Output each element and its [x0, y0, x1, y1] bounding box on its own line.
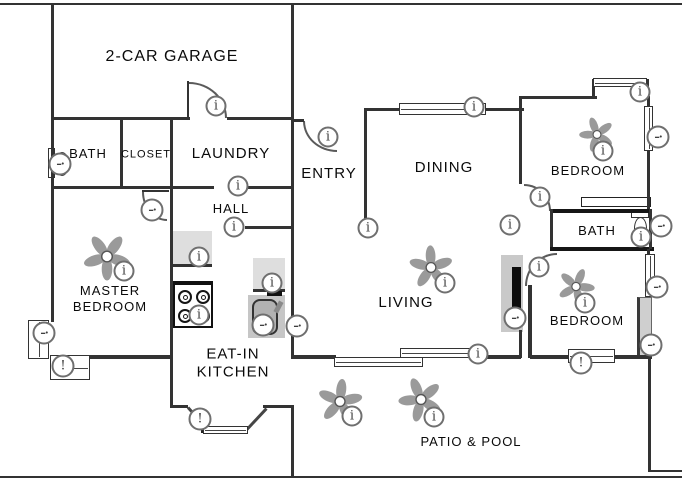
marker-patio-fan-2[interactable]: i: [423, 406, 445, 428]
marker-kitchen-counter-2[interactable]: i: [261, 272, 283, 294]
marker-bath-2-fixture[interactable]: –·: [649, 214, 673, 238]
marker-kitchen-sink[interactable]: –·: [251, 313, 275, 337]
marker-bedroom-1-fan[interactable]: i: [592, 140, 614, 162]
marker-master-bedroom-door[interactable]: –·: [140, 198, 164, 222]
wall: [648, 357, 651, 472]
marker-dining-window[interactable]: i: [463, 96, 485, 118]
wall: [519, 330, 522, 358]
window: [203, 426, 248, 434]
wall: [0, 476, 682, 478]
bedroom-2-ceiling-fan: [557, 267, 596, 311]
marker-garage-door[interactable]: i: [205, 95, 227, 117]
room-label-living: LIVING: [378, 293, 434, 311]
stove-burner: [196, 290, 210, 304]
room-label-hall: HALL: [212, 201, 250, 217]
wall: [640, 355, 652, 359]
room-label-garage: 2-CAR GARAGE: [105, 48, 239, 66]
room-label-bath-2: BATH: [578, 223, 616, 239]
wall: [263, 405, 294, 408]
wall: [170, 188, 173, 408]
marker-entry-door[interactable]: i: [317, 126, 339, 148]
marker-master-bedroom-fan[interactable]: i: [113, 260, 135, 282]
marker-stove[interactable]: i: [188, 304, 210, 326]
wall: [51, 117, 190, 120]
wall: [528, 285, 532, 358]
wall: [519, 96, 597, 99]
marker-master-window-left[interactable]: –·: [32, 321, 56, 345]
wall: [187, 81, 189, 119]
wall: [120, 119, 123, 189]
wall: [291, 355, 336, 359]
window: [593, 78, 647, 87]
bedroom-1-ceiling-fan: [579, 116, 616, 158]
wall: [170, 119, 173, 189]
wall: [291, 405, 294, 477]
wall: [519, 96, 522, 184]
marker-patio-fan-1[interactable]: i: [341, 405, 363, 427]
room-label-laundry: LAUNDRY: [191, 144, 271, 162]
master-bedroom-ceiling-fan: [82, 232, 132, 287]
marker-bedroom-2-fan[interactable]: i: [574, 292, 596, 314]
wall: [170, 405, 188, 408]
marker-kitchen-counter[interactable]: i: [188, 246, 210, 268]
marker-bath-1-toilet[interactable]: –·: [48, 152, 72, 176]
wall: [364, 108, 367, 221]
faucet: [267, 291, 282, 296]
wall: [592, 79, 595, 98]
window: [400, 348, 472, 358]
wall: [0, 3, 682, 5]
marker-bedroom-2-door[interactable]: i: [528, 256, 550, 278]
wall: [291, 4, 294, 358]
window: [334, 357, 423, 367]
wall: [550, 209, 652, 213]
closet-shelf: [581, 197, 651, 207]
marker-laundry-opening[interactable]: i: [227, 175, 249, 197]
marker-bedroom-1-window-right[interactable]: –·: [646, 125, 670, 149]
wall: [550, 209, 553, 251]
marker-hallway-opening[interactable]: i: [499, 214, 521, 236]
wall: [142, 190, 169, 192]
wall: [170, 186, 214, 189]
marker-kitchen-sink-2[interactable]: –·: [285, 314, 309, 338]
room-label-closet: CLOSET: [120, 148, 172, 161]
fireplace-insert: [512, 267, 521, 312]
marker-bath-2-toilet[interactable]: i: [630, 226, 652, 248]
wall: [647, 149, 650, 211]
marker-master-window-bottom[interactable]: !: [51, 354, 75, 378]
room-label-eat-in-kitchen: EAT-IN KITCHEN: [196, 345, 270, 381]
room-label-bedroom-2: BEDROOM: [549, 313, 625, 329]
stove-burner: [178, 290, 192, 304]
marker-bedroom-2-window-right[interactable]: –·: [645, 275, 669, 299]
wall: [227, 117, 294, 120]
room-label-patio-pool: PATIO & POOL: [420, 434, 522, 450]
wall: [647, 249, 650, 256]
wall: [51, 186, 173, 189]
wall: [648, 470, 682, 472]
marker-fireplace[interactable]: –·: [503, 306, 527, 330]
wall: [245, 226, 294, 229]
wall: [647, 96, 650, 109]
wall: [291, 119, 304, 122]
marker-bedroom-2-slider[interactable]: –·: [639, 333, 663, 357]
wall: [88, 355, 173, 359]
marker-dining-opening[interactable]: i: [357, 217, 379, 239]
wall: [550, 247, 654, 251]
wall: [486, 355, 521, 359]
room-label-entry: ENTRY: [301, 164, 357, 182]
room-label-bedroom-1: BEDROOM: [550, 163, 626, 179]
marker-living-window[interactable]: i: [467, 343, 489, 365]
marker-hall-opening[interactable]: i: [223, 216, 245, 238]
wall: [247, 186, 294, 189]
marker-bedroom-1-door[interactable]: i: [529, 186, 551, 208]
room-label-dining: DINING: [414, 158, 474, 176]
marker-living-fan[interactable]: i: [434, 272, 456, 294]
marker-bedroom-1-window-top[interactable]: i: [629, 81, 651, 103]
room-label-master-bedroom: MASTER BEDROOM: [72, 283, 148, 314]
bay-window-side: [244, 407, 268, 432]
marker-kitchen-bay-window[interactable]: !: [188, 407, 212, 431]
room-label-bath-1: BATH: [69, 146, 107, 162]
marker-bedroom-2-window-bottom[interactable]: !: [569, 351, 593, 375]
